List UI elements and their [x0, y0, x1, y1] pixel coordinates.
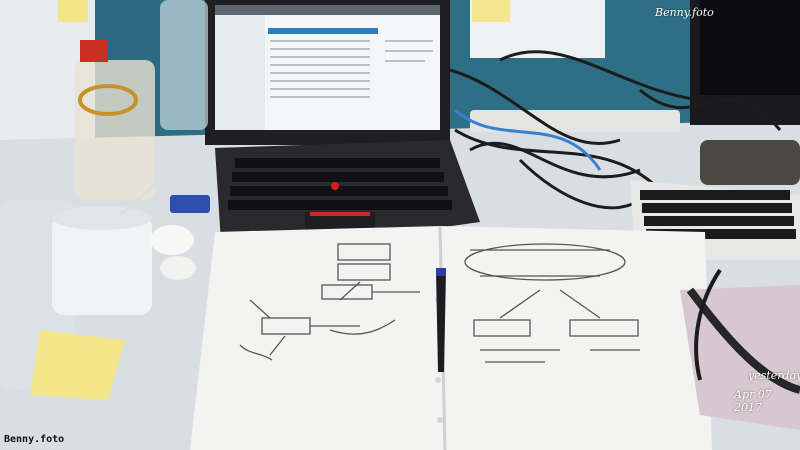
- notebook-sketches-right: [464, 243, 640, 363]
- tissue-crumple: [150, 225, 194, 255]
- watermark-date-line2: Apr 07 2017: [734, 388, 772, 414]
- power-strip: [470, 110, 680, 132]
- bottle: [75, 60, 155, 200]
- sticky-note-top-center: [472, 0, 510, 22]
- watermark-top-right: Benny.foto: [655, 6, 714, 19]
- notebook-sketches-left: [239, 243, 420, 361]
- watermark-bottom-left: Benny.foto: [4, 434, 65, 445]
- mug: [52, 215, 152, 315]
- sticky-note-top-left: [58, 0, 88, 22]
- blue-adapter: [170, 195, 210, 213]
- clear-bottle: [160, 0, 208, 130]
- notebook: [190, 226, 712, 450]
- cable-tangle: [449, 50, 782, 210]
- trackpoint: [331, 182, 339, 190]
- touchpad: [305, 212, 375, 230]
- watermark-date-line1: yesterday: [748, 369, 800, 382]
- pen: [436, 270, 446, 372]
- sticky-note-desk: [30, 330, 125, 400]
- speaker: [700, 140, 800, 185]
